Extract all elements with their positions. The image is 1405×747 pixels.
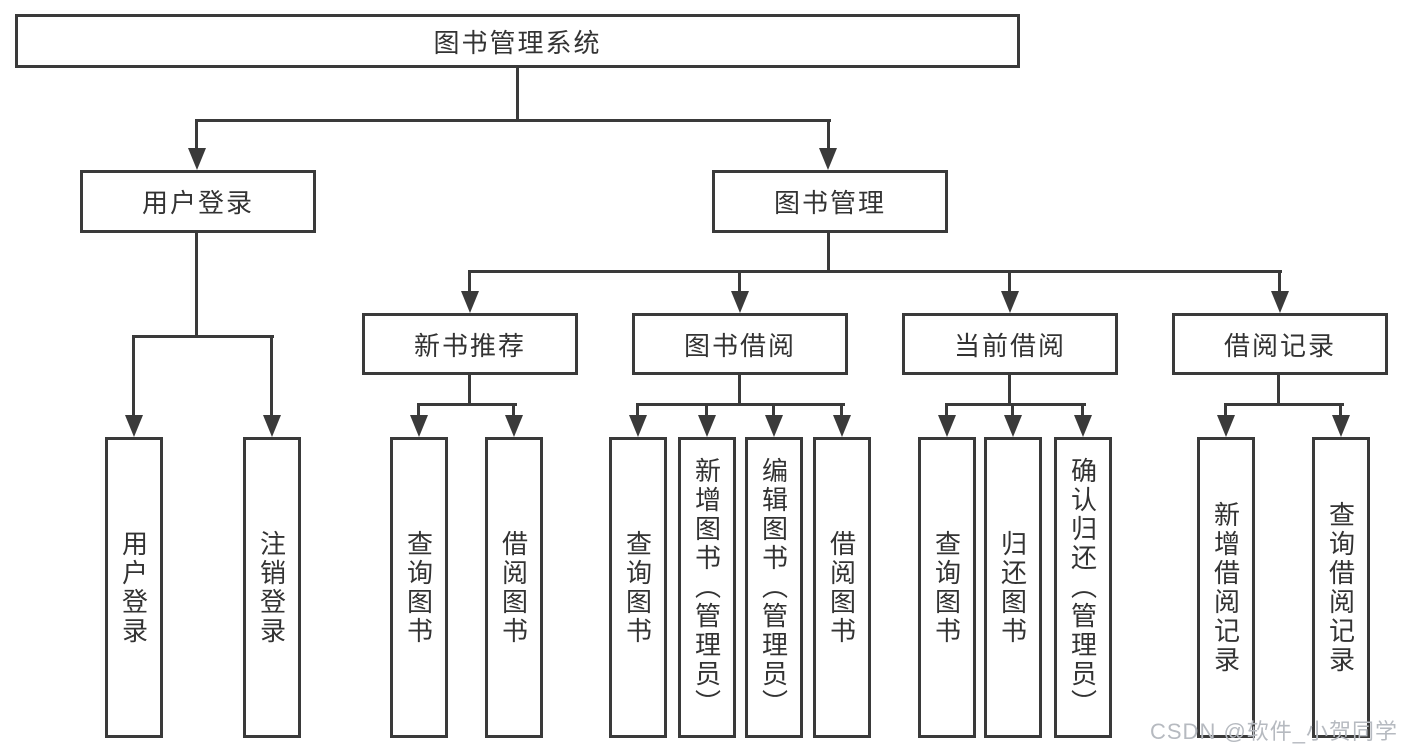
connector-line bbox=[1277, 375, 1280, 406]
node-label: 借阅记录 bbox=[1223, 330, 1336, 361]
node-library-system: 图书管理系统 bbox=[15, 14, 1020, 68]
arrow-down-icon bbox=[833, 415, 851, 437]
leaf-br-query-record: 查询借阅记录 bbox=[1312, 437, 1370, 738]
leaf-cb-return-books: 归还图书 bbox=[984, 437, 1042, 738]
leaf-logout: 注销登录 bbox=[243, 437, 301, 738]
node-label: 新书推荐 bbox=[413, 330, 526, 361]
leaf-user-login: 用户登录 bbox=[105, 437, 163, 738]
leaf-nb-query-books: 查询图书 bbox=[390, 437, 448, 738]
leaf-label: 查询图书 bbox=[403, 529, 434, 646]
connector-line bbox=[195, 119, 831, 122]
connector-line bbox=[636, 403, 845, 406]
arrow-down-icon bbox=[1001, 291, 1019, 313]
connector-line bbox=[772, 403, 775, 416]
connector-line bbox=[417, 403, 420, 416]
node-new-book-recommend: 新书推荐 bbox=[362, 313, 578, 375]
node-label: 当前借阅 bbox=[953, 330, 1066, 361]
arrow-down-icon bbox=[1004, 415, 1022, 437]
node-label: 图书借阅 bbox=[683, 330, 796, 361]
node-book-borrow: 图书借阅 bbox=[632, 313, 848, 375]
arrow-down-icon bbox=[263, 415, 281, 437]
node-book-management: 图书管理 bbox=[712, 170, 948, 233]
arrow-down-icon bbox=[505, 415, 523, 437]
leaf-cb-query-books: 查询图书 bbox=[918, 437, 976, 738]
connector-line bbox=[195, 233, 198, 338]
connector-line bbox=[468, 375, 471, 406]
connector-line bbox=[1011, 403, 1014, 416]
leaf-label: 查询借阅记录 bbox=[1325, 500, 1356, 675]
leaf-bb-add-books-admin: 新增图书（管理员） bbox=[678, 437, 736, 738]
leaf-label: 新增借阅记录 bbox=[1210, 500, 1241, 675]
node-label: 用户登录 bbox=[141, 188, 254, 218]
arrow-down-icon bbox=[765, 415, 783, 437]
arrow-down-icon bbox=[629, 415, 647, 437]
leaf-label: 查询图书 bbox=[931, 529, 962, 646]
connector-line bbox=[840, 403, 843, 416]
connector-line bbox=[1224, 403, 1227, 416]
arrow-down-icon bbox=[1271, 291, 1289, 313]
leaf-bb-edit-books-admin: 编辑图书（管理员） bbox=[745, 437, 803, 738]
leaf-label: 归还图书 bbox=[997, 529, 1028, 646]
arrow-down-icon bbox=[1332, 415, 1350, 437]
connector-line bbox=[636, 403, 639, 416]
connector-line bbox=[1008, 270, 1011, 292]
arrow-down-icon bbox=[1074, 415, 1092, 437]
arrow-down-icon bbox=[731, 291, 749, 313]
node-borrow-records: 借阅记录 bbox=[1172, 313, 1388, 375]
connector-line bbox=[195, 119, 198, 149]
connector-line bbox=[132, 335, 274, 338]
connector-line bbox=[738, 270, 741, 292]
node-label: 图书管理 bbox=[773, 188, 886, 218]
leaf-label: 借阅图书 bbox=[498, 529, 529, 646]
connector-line bbox=[1339, 403, 1342, 416]
arrow-down-icon bbox=[410, 415, 428, 437]
connector-line bbox=[516, 68, 519, 122]
leaf-label: 编辑图书（管理员） bbox=[758, 457, 789, 718]
connector-line bbox=[1081, 403, 1084, 416]
connector-line bbox=[512, 403, 515, 416]
watermark: CSDN @软件_小贺同学 bbox=[1150, 719, 1399, 744]
arrow-down-icon bbox=[461, 291, 479, 313]
connector-line bbox=[270, 335, 273, 415]
node-current-borrow: 当前借阅 bbox=[902, 313, 1118, 375]
leaf-label: 注销登录 bbox=[256, 529, 287, 646]
connector-line bbox=[738, 375, 741, 406]
connector-line bbox=[827, 119, 830, 149]
arrow-down-icon bbox=[698, 415, 716, 437]
connector-line bbox=[827, 233, 830, 273]
leaf-label: 用户登录 bbox=[118, 529, 149, 646]
node-user-login: 用户登录 bbox=[80, 170, 316, 233]
connector-line bbox=[945, 403, 948, 416]
connector-line bbox=[132, 335, 135, 415]
leaf-label: 借阅图书 bbox=[826, 529, 857, 646]
connector-line bbox=[468, 270, 1282, 273]
connector-line bbox=[1224, 403, 1344, 406]
connector-line bbox=[1278, 270, 1281, 292]
arrow-down-icon bbox=[1217, 415, 1235, 437]
node-label: 图书管理系统 bbox=[433, 27, 602, 58]
leaf-label: 确认归还（管理员） bbox=[1067, 457, 1098, 718]
connector-line bbox=[1008, 375, 1011, 406]
leaf-bb-borrow-books: 借阅图书 bbox=[813, 437, 871, 738]
leaf-bb-query-books: 查询图书 bbox=[609, 437, 667, 738]
arrow-down-icon bbox=[938, 415, 956, 437]
leaf-nb-borrow-books: 借阅图书 bbox=[485, 437, 543, 738]
connector-line bbox=[945, 403, 1086, 406]
leaf-label: 新增图书（管理员） bbox=[691, 457, 722, 718]
connector-line bbox=[468, 270, 471, 292]
leaf-br-add-record: 新增借阅记录 bbox=[1197, 437, 1255, 738]
arrow-down-icon bbox=[125, 415, 143, 437]
arrow-down-icon bbox=[819, 148, 837, 170]
leaf-cb-confirm-return-admin: 确认归还（管理员） bbox=[1054, 437, 1112, 738]
connector-line bbox=[417, 403, 517, 406]
connector-line bbox=[705, 403, 708, 416]
arrow-down-icon bbox=[188, 148, 206, 170]
leaf-label: 查询图书 bbox=[622, 529, 653, 646]
